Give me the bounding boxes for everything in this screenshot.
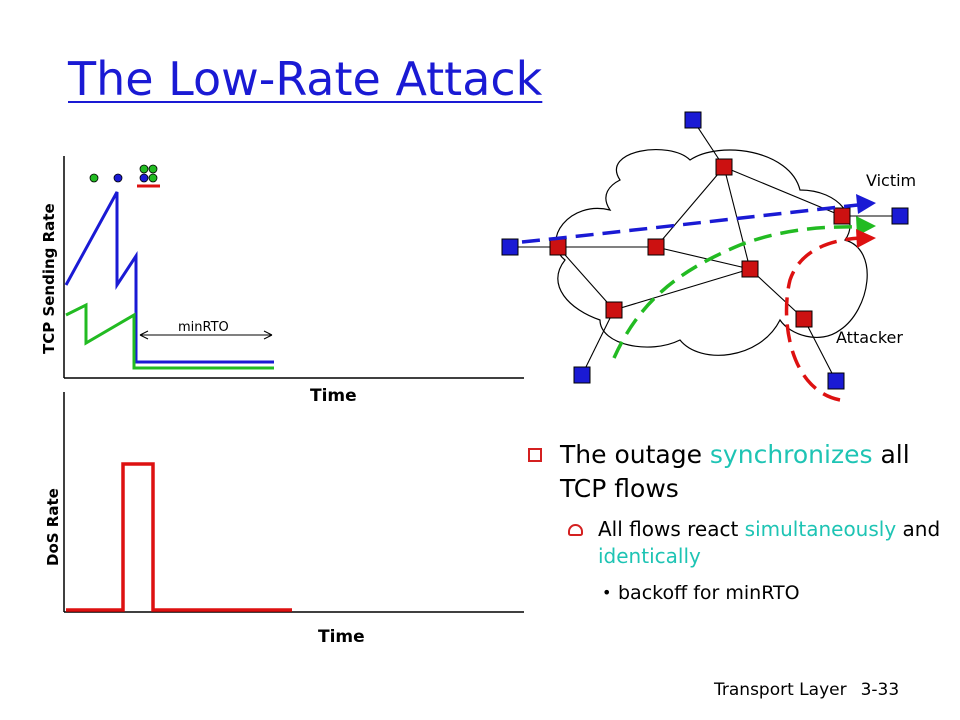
dos-chart-x-label: Time (318, 627, 365, 647)
packet-dot (148, 173, 158, 183)
packet-dot (139, 164, 149, 174)
red-flow-arrowhead (856, 229, 876, 248)
bullet-1-text: The outage (560, 440, 710, 469)
router-node (647, 238, 665, 256)
tcp-chart-y-label: TCP Sending Rate (40, 203, 58, 354)
bullet-2-text-mid: and (896, 517, 941, 541)
host-node (501, 238, 519, 256)
network-diagram: Victim Attacker (501, 111, 916, 402)
tcp-flow-green-line (65, 302, 274, 370)
router-node (795, 310, 813, 328)
blue-flow-arrow (521, 203, 859, 244)
network-link (557, 246, 615, 311)
attacker-label: Attacker (836, 328, 903, 347)
router-node (833, 207, 851, 225)
green-flow-arrow (612, 225, 859, 359)
tcp-chart-x-label: Time (310, 386, 357, 406)
bullet-list: The outage synchronizes all TCP flows Al… (522, 438, 942, 606)
victim-label: Victim (866, 171, 916, 190)
bullet-1-text-end: all TCP flows (560, 440, 910, 503)
footer-page-number: 3-33 (860, 680, 900, 700)
red-attack-flow-arrow (784, 236, 861, 402)
network-link (749, 268, 805, 320)
packet-dot (89, 173, 99, 183)
dos-chart-y-label: DoS Rate (44, 488, 62, 566)
slide-title: The Low-Rate Attack (68, 52, 543, 106)
dot-bullet-icon: • (602, 583, 612, 602)
packet-dot (148, 164, 158, 174)
minrto-label: minRTO (178, 320, 229, 335)
host-node (891, 207, 909, 225)
router-node (605, 301, 623, 319)
tcp-rate-chart: TCP Sending Rate Time minRTO (40, 156, 524, 406)
router-node (741, 260, 759, 278)
host-node (827, 372, 845, 390)
bullet-2-highlight-2: identically (598, 544, 701, 568)
bullet-level-1: The outage synchronizes all TCP flows (522, 438, 942, 506)
green-flow-arrowhead (856, 216, 876, 236)
router-node (549, 238, 567, 256)
slide-footer: Transport Layer 3-33 (714, 680, 913, 700)
host-node (684, 111, 702, 129)
network-link (655, 166, 725, 248)
bullet-level-2: All flows react simultaneously and ident… (522, 516, 942, 570)
bullet-2-text: All flows react (598, 517, 745, 541)
packet-dot (139, 173, 149, 183)
footer-section: Transport Layer (714, 680, 847, 700)
bullet-2-highlight-1: simultaneously (744, 517, 897, 541)
minrto-arrowhead-right (263, 330, 273, 340)
bullet-1-highlight: synchronizes (709, 440, 873, 469)
blue-flow-arrowhead (856, 194, 876, 214)
network-link (581, 309, 615, 376)
dos-rate-chart: DoS Rate Time (44, 392, 524, 647)
network-link (803, 318, 837, 382)
packet-dot (113, 173, 123, 183)
tcp-flow-blue-line (64, 191, 274, 364)
host-node (573, 366, 591, 384)
dos-pulse-line (66, 462, 292, 612)
network-cloud (555, 149, 868, 356)
square-bullet-icon (528, 448, 542, 462)
arch-bullet-icon (568, 524, 583, 536)
network-link (613, 268, 751, 311)
router-node (715, 158, 733, 176)
bullet-3-text: backoff for minRTO (618, 582, 800, 604)
bullet-level-3: • backoff for minRTO (522, 580, 942, 606)
network-link (655, 246, 751, 270)
minrto-arrowhead-left (139, 330, 149, 340)
